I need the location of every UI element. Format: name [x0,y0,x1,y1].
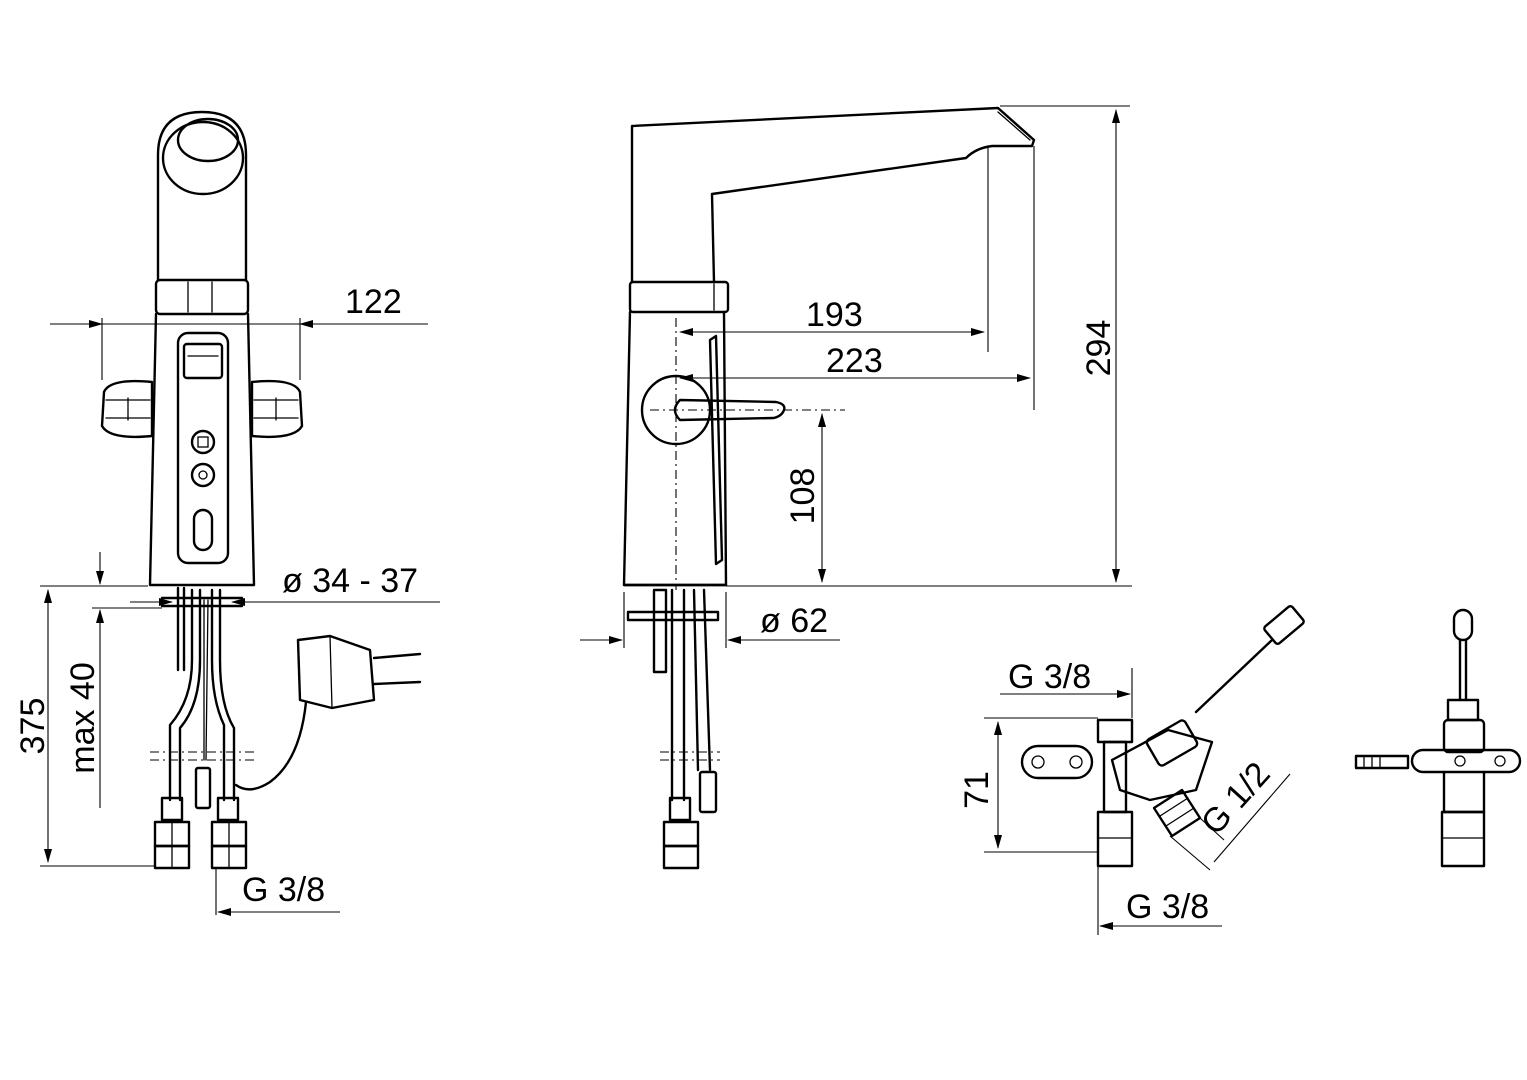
dim-max-40: max 40 [64,662,102,774]
front-band [154,278,250,316]
dim-valve-inlet-top: G 3/8 [1008,658,1091,696]
side-connection-nut [662,796,700,870]
valve-dimensions [984,668,1291,935]
dim-front-connection: G 3/8 [242,871,325,909]
dim-122: 122 [345,283,402,321]
connection-nut-left [153,796,191,870]
dim-valve-inlet-bottom: G 3/8 [1126,888,1209,926]
front-body [148,312,256,587]
valve-side-view [1354,608,1522,868]
dim-71: 71 [958,771,996,809]
side-stud [652,588,668,674]
dim-108: 108 [784,468,822,525]
side-rod [708,334,724,566]
dim-base-diameter: ø 62 [760,602,828,640]
connection-nut-right [210,796,248,870]
right-knob [250,379,304,439]
side-plug [698,770,718,814]
valve-side-body [1442,718,1486,754]
valve-side-plug [1452,608,1474,642]
display [182,342,224,380]
control-panel [176,331,230,565]
battery-slot [192,508,214,552]
dim-valve-outlet: G 1/2 [1194,755,1278,842]
valve-body [1110,728,1214,802]
power-cable [234,700,308,791]
valve-bottom-nut [1096,810,1134,868]
spout [630,106,1036,284]
valve-side-inlet [1354,754,1410,770]
side-dimensions [580,105,1132,648]
sensor-plug [194,766,212,810]
dim-223: 223 [826,342,883,380]
lever [673,398,786,422]
power-adapter [296,634,376,710]
sensor-window [176,117,240,163]
valve-side-bracket [1410,748,1522,774]
side-band [628,280,730,314]
side-view [622,106,1036,870]
left-knob [100,379,154,439]
dim-193: 193 [806,296,863,334]
sensor-cap [161,120,245,196]
dim-375: 375 [14,698,52,755]
front-head [156,110,248,282]
dim-294: 294 [1080,320,1118,377]
button-icon [190,429,216,455]
dim-deck-hole: ø 34 - 37 [282,562,418,600]
valve-cable-plug [1263,605,1305,645]
mounting-plate [160,596,244,608]
valve-stem [1102,740,1128,814]
sensor-icon [190,462,216,488]
valve-bracket [1020,744,1094,780]
valve-top-nut [1096,718,1134,744]
hose-left [168,588,194,802]
valve-side-nut [1440,810,1486,868]
front-view [100,110,422,870]
front-dimensions [40,318,440,916]
hose-right [210,588,226,802]
valve-view [1020,605,1305,868]
